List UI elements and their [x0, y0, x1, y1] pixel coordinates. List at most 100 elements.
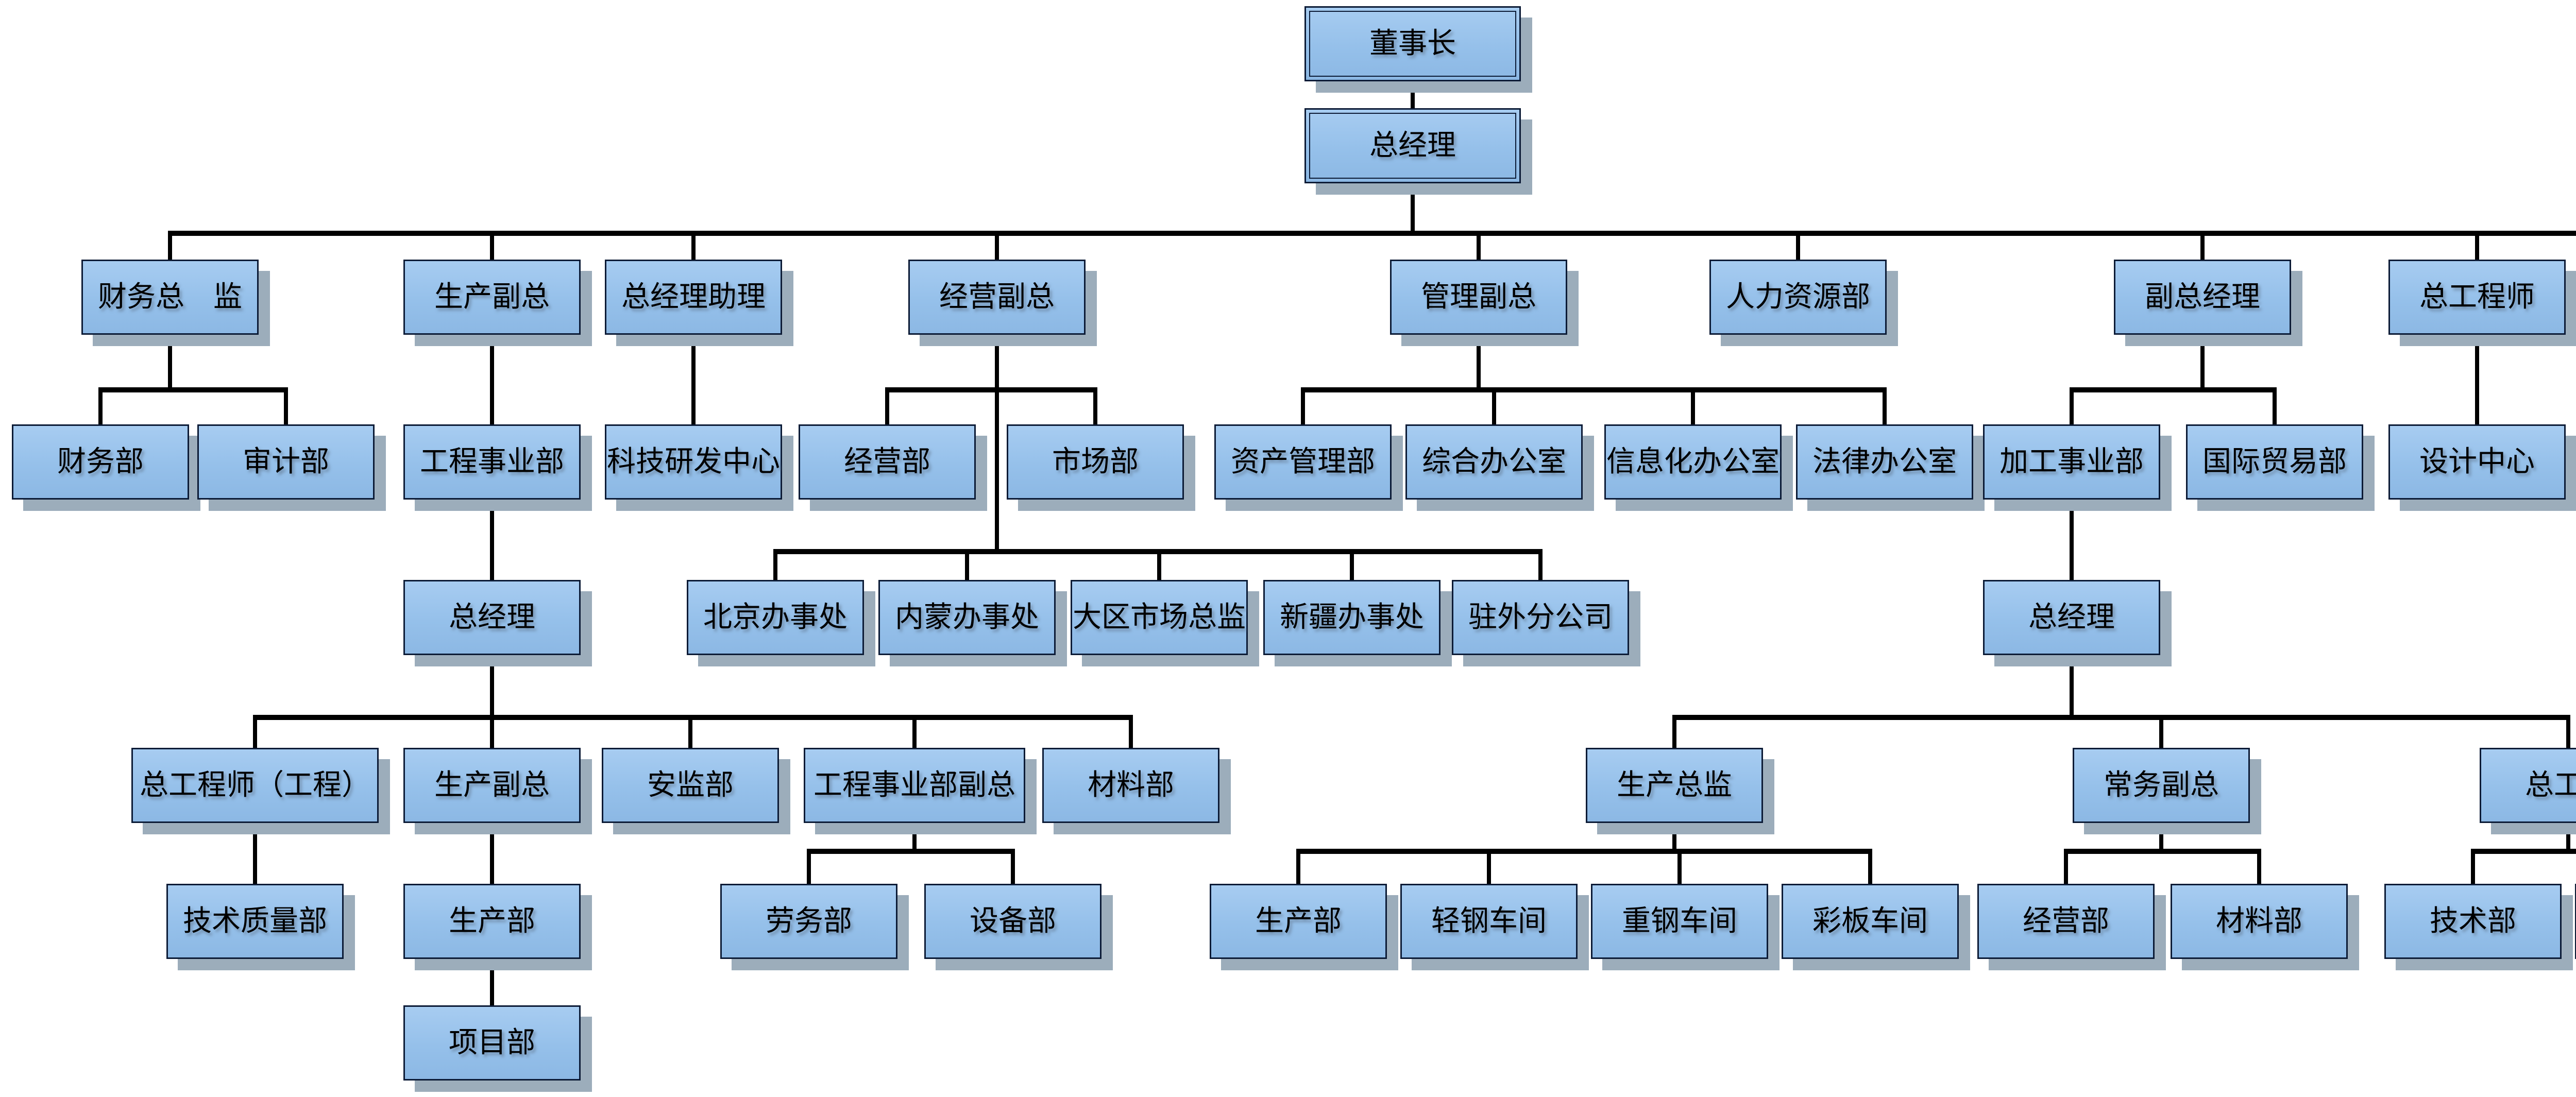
org-node-production-dept-b: 生产部	[1210, 884, 1387, 959]
org-node-tech-quality-dept: 技术质量部	[166, 884, 344, 959]
connector-line	[1477, 231, 1481, 260]
connector-line	[807, 849, 1015, 854]
org-node-design-center: 设计中心	[2388, 424, 2566, 500]
org-node-regional-market-director: 大区市场总监	[1071, 580, 1248, 655]
connector-line	[98, 387, 103, 424]
org-node-asset-mgmt-dept: 资产管理部	[1214, 424, 1392, 500]
org-node-labor-dept: 劳务部	[720, 884, 897, 959]
org-node-production-vp: 生产副总	[403, 260, 581, 335]
connector-line	[490, 715, 494, 748]
org-node-gm-assistant: 总经理助理	[605, 260, 782, 335]
connector-line	[912, 822, 917, 849]
connector-line	[490, 822, 494, 884]
connector-line	[1796, 231, 1800, 260]
connector-line	[2475, 231, 2479, 260]
connector-line	[168, 231, 2576, 236]
connector-line	[691, 334, 696, 424]
org-node-xinjiang-office: 新疆办事处	[1263, 580, 1440, 655]
org-node-production-vp-2: 生产副总	[403, 748, 581, 823]
connector-line	[1487, 849, 1491, 884]
org-node-deputy-gm: 副总经理	[2114, 260, 2291, 335]
org-node-operations-dept-a: 经营部	[799, 424, 976, 500]
org-node-finance-dept: 财务部	[12, 424, 189, 500]
org-node-executive-vp: 常务副总	[2073, 748, 2250, 823]
org-node-materials-dept-a: 材料部	[1042, 748, 1219, 823]
org-node-legal-office: 法律办公室	[1796, 424, 1973, 500]
connector-line	[1492, 387, 1496, 424]
org-node-audit-dept: 审计部	[197, 424, 375, 500]
connector-line	[2471, 849, 2475, 884]
connector-line	[807, 849, 811, 884]
connector-line	[1157, 549, 1161, 580]
connector-line	[490, 654, 494, 715]
connector-line	[1672, 715, 1676, 748]
org-node-chief-engineer-eng: 总工程师（工程）	[131, 748, 379, 823]
connector-line	[490, 958, 494, 1005]
connector-line	[773, 549, 777, 580]
connector-line	[1411, 183, 1415, 231]
connector-line	[1677, 849, 1682, 884]
connector-line	[691, 231, 696, 260]
org-node-production-director: 生产总监	[1586, 748, 1763, 823]
connector-line	[2070, 387, 2277, 392]
org-node-production-dept-a: 生产部	[403, 884, 581, 959]
org-node-qc-dept: 质检部	[2575, 884, 2576, 959]
connector-line	[2471, 849, 2576, 854]
org-node-eng-division-deputy: 工程事业部副总	[804, 748, 1025, 823]
org-node-overseas-branches: 驻外分公司	[1452, 580, 1629, 655]
org-node-processing-division: 加工事业部	[1983, 424, 2160, 500]
connector-line	[2475, 334, 2479, 424]
connector-line	[168, 231, 172, 260]
connector-line	[1296, 849, 1300, 884]
org-node-rd-center: 科技研发中心	[605, 424, 782, 500]
connector-line	[1672, 822, 1676, 849]
connector-line	[2566, 715, 2570, 748]
connector-line	[995, 231, 999, 260]
connector-line	[965, 549, 969, 580]
org-node-informatization-office: 信息化办公室	[1604, 424, 1782, 500]
connector-line	[1093, 387, 1097, 424]
connector-line	[688, 715, 692, 748]
connector-line	[1672, 715, 2570, 720]
connector-line	[490, 334, 494, 424]
org-node-management-vp: 管理副总	[1390, 260, 1567, 335]
connector-line	[253, 715, 1133, 720]
connector-line	[253, 822, 257, 884]
org-node-chairman: 董事长	[1304, 6, 1521, 81]
org-node-operations-dept-b: 经营部	[1977, 884, 2155, 959]
connector-line	[2273, 387, 2277, 424]
connector-line	[253, 715, 257, 748]
org-node-color-panel-workshop: 彩板车间	[1782, 884, 1959, 959]
org-node-neimeng-office: 内蒙办事处	[878, 580, 1056, 655]
org-node-safety-dept: 安监部	[602, 748, 779, 823]
connector-line	[995, 334, 999, 549]
connector-line	[885, 387, 1097, 392]
org-node-engineering-division: 工程事业部	[403, 424, 581, 500]
org-node-finance-director: 财务总 监	[81, 260, 259, 335]
org-node-hr-dept: 人力资源部	[1709, 260, 1887, 335]
connector-line	[2070, 387, 2074, 424]
connector-line	[1350, 549, 1354, 580]
org-node-processing-division-gm: 总经理	[1983, 580, 2160, 655]
org-node-project-dept: 项目部	[403, 1005, 581, 1081]
connector-line	[2200, 334, 2205, 387]
org-node-beijing-office: 北京办事处	[687, 580, 864, 655]
connector-line	[2159, 715, 2163, 748]
connector-line	[490, 499, 494, 580]
org-node-tech-dept: 技术部	[2384, 884, 2562, 959]
connector-line	[168, 334, 172, 387]
org-node-general-office: 综合办公室	[1405, 424, 1583, 500]
connector-line	[2566, 822, 2570, 849]
org-node-market-dept: 市场部	[1007, 424, 1184, 500]
connector-line	[1129, 715, 1133, 748]
connector-line	[2064, 849, 2068, 884]
connector-line	[1868, 849, 1872, 884]
connector-line	[1011, 849, 1015, 884]
connector-line	[912, 715, 917, 748]
org-node-materials-dept-b: 材料部	[2171, 884, 2348, 959]
connector-line	[2257, 849, 2261, 884]
org-node-equipment-dept: 设备部	[924, 884, 1101, 959]
connector-line	[1538, 549, 1543, 580]
connector-line	[1411, 81, 1415, 108]
